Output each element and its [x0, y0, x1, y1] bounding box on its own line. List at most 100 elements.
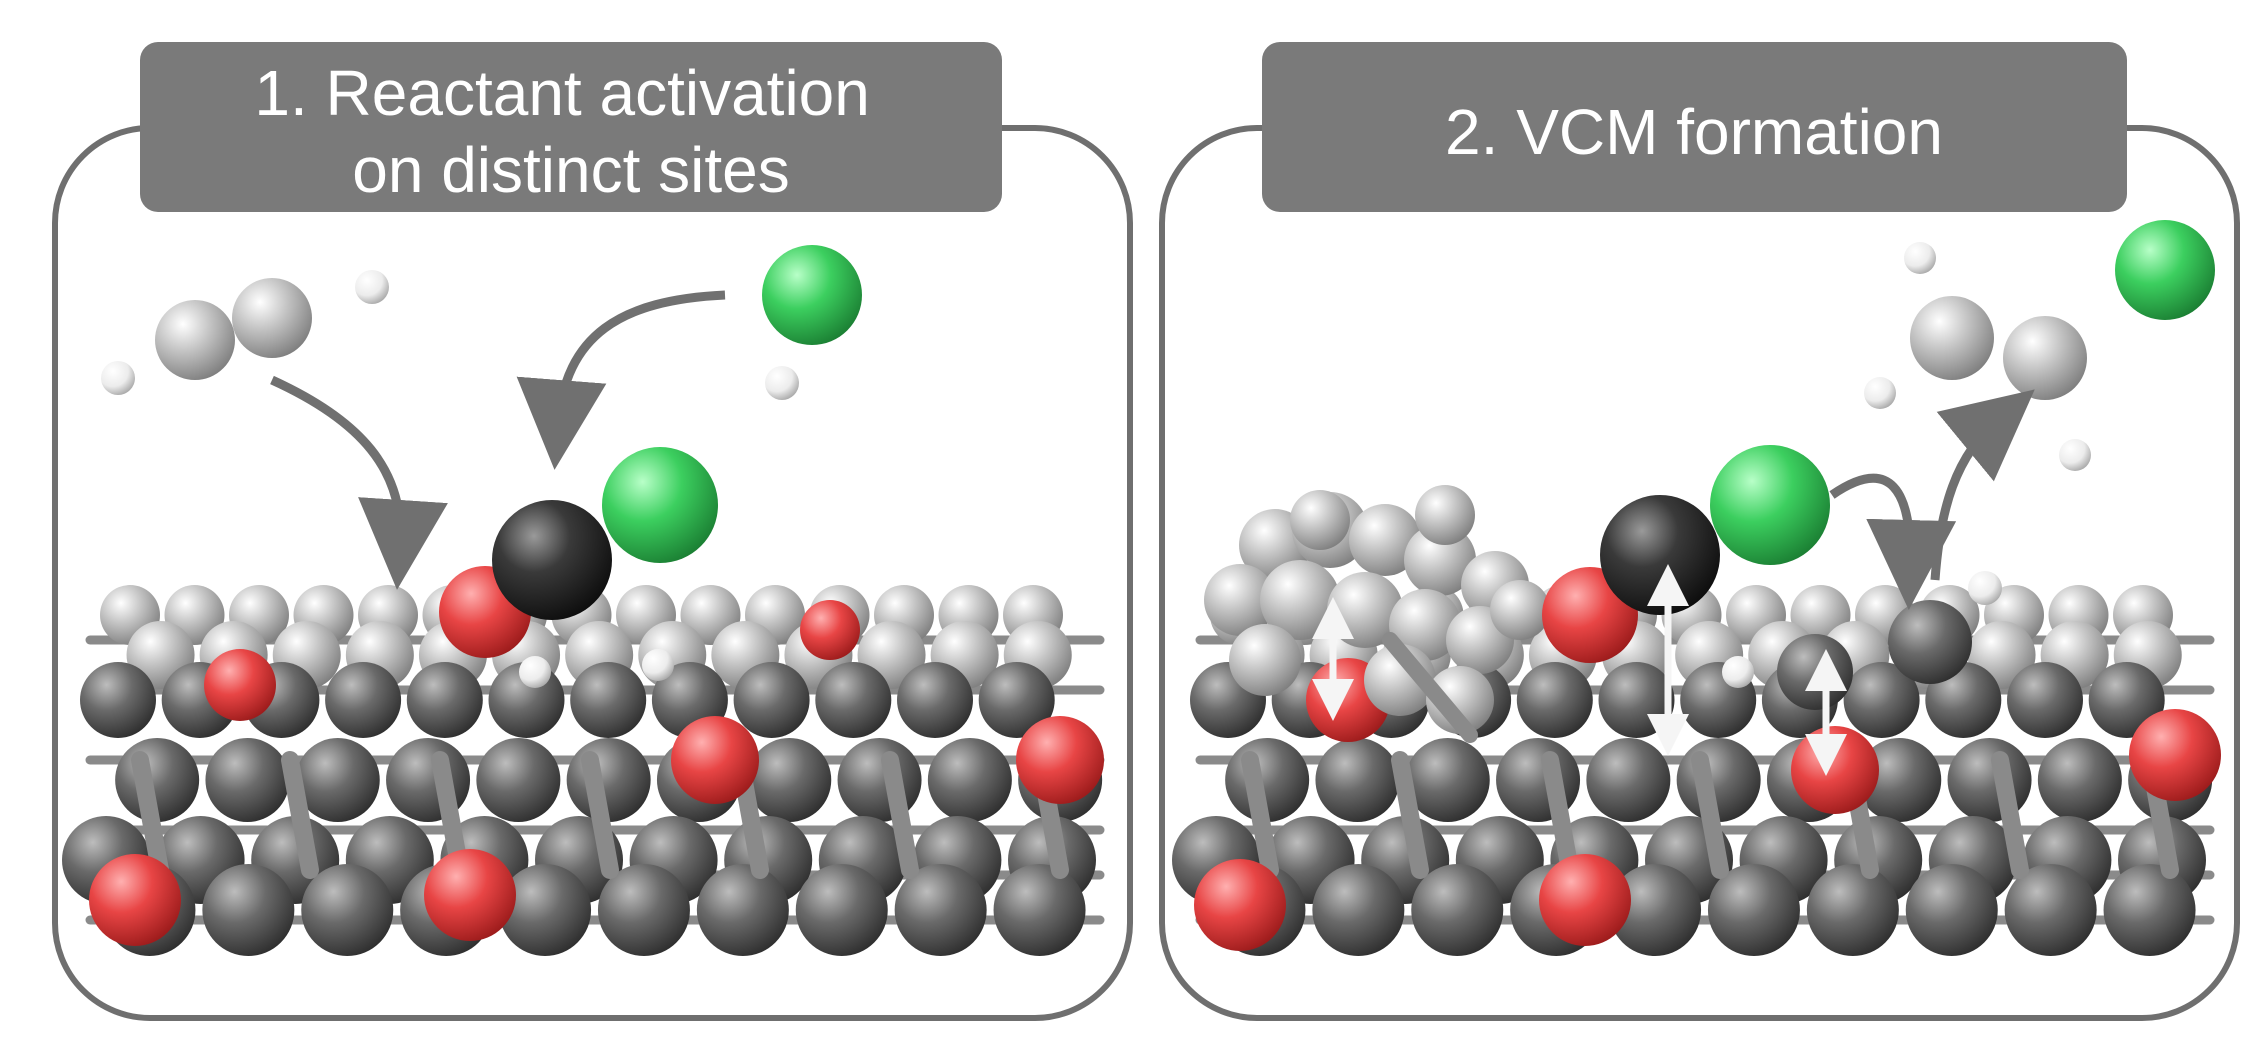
bond [1241, 751, 1279, 879]
vcm-release-arrow [1930, 389, 2035, 581]
carbon-atom [406, 662, 483, 738]
oxygen-atom [671, 716, 759, 804]
carbon-atom [1389, 589, 1461, 661]
hydrogen-atom [1904, 242, 1936, 274]
metal-atom [1600, 495, 1720, 615]
carbon-atom [301, 864, 394, 956]
carbon-atom [1405, 738, 1490, 822]
carbon-atom [1707, 864, 1800, 956]
carbon-atom [2003, 316, 2087, 400]
carbon-atom [1905, 864, 1998, 956]
bond [1691, 751, 1729, 879]
hydrogen-atom [101, 361, 135, 395]
bond [1391, 751, 1429, 879]
carbon-atom [1806, 864, 1899, 956]
carbon-atom [1609, 864, 1702, 956]
oxygen-atom [1194, 859, 1286, 951]
metal-atom [492, 500, 612, 620]
carbon-atom [1312, 864, 1405, 956]
carbon-atom [1415, 485, 1475, 545]
panel-1-hcl-molecule [762, 245, 862, 400]
panel-1-acetylene-molecule [101, 270, 389, 395]
carbon-atom [978, 662, 1055, 738]
carbon-atom [80, 662, 156, 738]
panel-2-carbon-support [1172, 585, 2221, 956]
carbon-atom [1204, 564, 1276, 636]
oxygen-atom [424, 849, 516, 941]
oxygen-atom [1539, 854, 1631, 946]
carbon-atom [155, 300, 235, 380]
carbon-atom [1857, 738, 1942, 822]
carbon-atom [1777, 634, 1853, 710]
panel-1-metal-chloride-complex [439, 447, 718, 688]
carbon-atom [993, 864, 1086, 956]
carbon-atom [747, 738, 832, 822]
carbon-atom [2103, 864, 2196, 956]
carbon-atom [927, 738, 1012, 822]
carbon-atom [202, 864, 295, 956]
carbon-atom [1910, 296, 1994, 380]
hydrogen-atom [642, 649, 674, 681]
carbon-atom [597, 864, 690, 956]
chlorine-atom [1710, 445, 1830, 565]
carbon-atom [894, 864, 987, 956]
carbon-atom [1598, 662, 1675, 738]
hydrogen-atom [1864, 377, 1896, 409]
carbon-atom [815, 662, 892, 738]
panel-2-vinyl-chloride-molecule [1864, 220, 2215, 471]
carbon-atom [696, 864, 789, 956]
bond [1382, 632, 1478, 743]
carbon-atom [1411, 864, 1504, 956]
oxygen-atom [800, 600, 860, 660]
chlorine-atom [602, 447, 718, 563]
carbon-atom [499, 864, 592, 956]
carbon-atom [1315, 738, 1400, 822]
panel-1: 1. Reactant activation on distinct sites [52, 42, 1133, 1021]
carbon-atom [1843, 662, 1920, 738]
carbon-atom [295, 738, 380, 822]
carbon-atom [1490, 580, 1550, 640]
carbon-atom [2007, 662, 2083, 738]
bond [581, 751, 619, 879]
bond [1541, 751, 1579, 879]
hydrogen-atom [765, 366, 799, 400]
carbon-atom [1947, 738, 2032, 822]
oxygen-atom [89, 854, 181, 946]
carbon-atom [897, 662, 973, 738]
panel-2: 2. VCM formation [1159, 42, 2240, 1021]
carbon-atom [2088, 662, 2165, 738]
carbon-atom [476, 738, 561, 822]
chlorine-atom [762, 245, 862, 345]
carbon-atom [1349, 504, 1421, 576]
oxygen-atom [1791, 726, 1879, 814]
panel-1-title-box [140, 42, 1002, 212]
carbon-atom [566, 738, 651, 822]
panel-2-metal-chloride-complex [1542, 445, 1830, 663]
bond [881, 751, 919, 879]
panel-1-title-line-1: 1. Reactant activation [254, 57, 869, 129]
hydrogen-atom [1722, 656, 1754, 688]
carbon-atom [325, 662, 402, 738]
carbon-atom [232, 278, 312, 358]
oxygen-atom [204, 649, 276, 721]
acetylene-approach-arrow [270, 375, 448, 590]
panel-1-title-line-2: on distinct sites [352, 134, 790, 206]
hcl-approach-arrow [516, 290, 726, 470]
chlorine-transfer-arrow [1829, 473, 1957, 610]
carbon-atom [2037, 738, 2122, 822]
carbon-atom [1586, 738, 1671, 822]
carbon-atom [1888, 600, 1972, 684]
oxygen-atom [1016, 716, 1104, 804]
carbon-atom [205, 738, 290, 822]
carbon-atom [1426, 666, 1494, 734]
carbon-atom [2004, 864, 2097, 956]
hydrogen-atom [519, 656, 551, 688]
oxygen-atom [2129, 709, 2221, 801]
carbon-atom [733, 662, 810, 738]
chlorine-atom [2115, 220, 2215, 320]
panel-2-title-box [1262, 42, 2127, 212]
bond [1991, 751, 2029, 879]
hydrogen-atom [1968, 571, 2002, 605]
svg-text:1. Reactant activation o: 1. Reactant activation on distinct sites [254, 57, 887, 206]
